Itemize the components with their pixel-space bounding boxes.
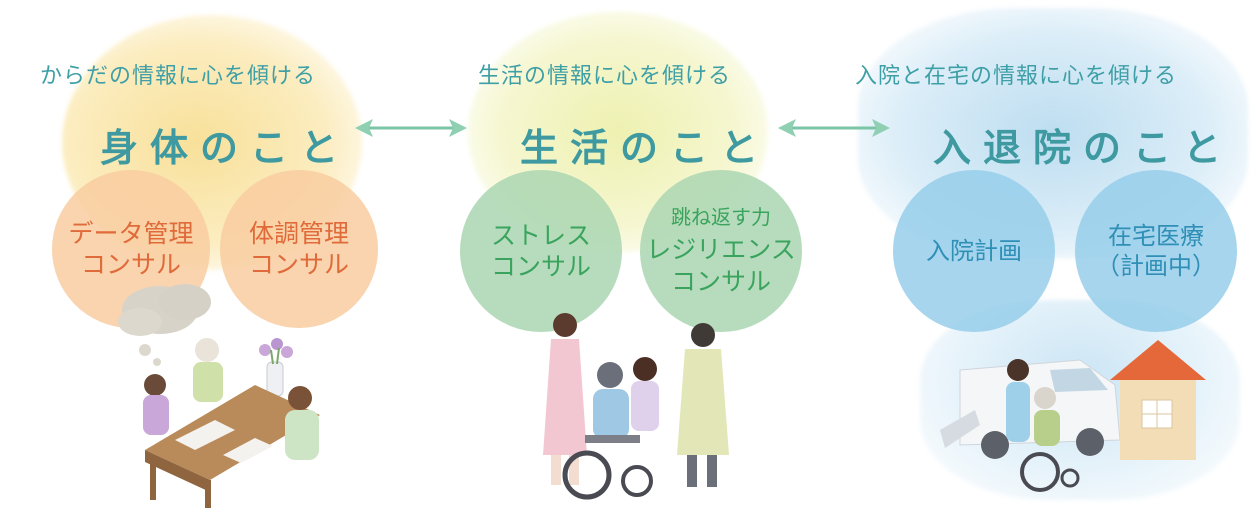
circle-line: 体調管理 bbox=[248, 218, 349, 248]
section-life-subtitle: 生活の情報に心を傾ける bbox=[478, 64, 732, 89]
circle-line: （計画中） bbox=[1096, 252, 1216, 280]
circle-line: ストレス bbox=[490, 220, 591, 250]
stress-consult: ストレス コンサル bbox=[460, 170, 622, 332]
resilience-consult: 跳ね返す力 レジリエンス コンサル bbox=[640, 170, 802, 332]
circle-line: 在宅医療 bbox=[1108, 222, 1204, 250]
circle-line: 入院計画 bbox=[926, 237, 1022, 265]
circle-line: データ管理 bbox=[68, 218, 194, 248]
home-medical-care: 在宅医療 （計画中） bbox=[1075, 170, 1237, 332]
double-arrow-icon bbox=[355, 119, 467, 137]
care-team-illustration bbox=[543, 313, 729, 500]
wheelchair-icon bbox=[1020, 452, 1080, 492]
admission-plan: 入院計画 bbox=[893, 170, 1055, 332]
section-life-title: 生活のこと bbox=[520, 126, 771, 170]
section-body-subtitle: からだの情報に心を傾ける bbox=[40, 64, 317, 89]
thought-bubble-icon bbox=[118, 284, 211, 366]
circle-line: レジリエンス bbox=[646, 235, 796, 265]
double-arrow-icon bbox=[778, 119, 890, 137]
family-table-illustration bbox=[118, 284, 320, 508]
home-care-illustration bbox=[940, 340, 1206, 492]
section-hospital-title: 入退院のこと bbox=[933, 126, 1234, 170]
house-icon bbox=[1110, 340, 1206, 460]
data-management-consult: データ管理 コンサル bbox=[52, 170, 210, 328]
circle-caption: 跳ね返す力 bbox=[671, 205, 771, 230]
section-hospital-subtitle: 入院と在宅の情報に心を傾ける bbox=[855, 64, 1178, 89]
condition-management-consult: 体調管理 コンサル bbox=[220, 170, 378, 328]
section-body-title: 身体のこと bbox=[100, 126, 351, 170]
circle-line: コンサル bbox=[490, 252, 591, 281]
wheelchair-icon bbox=[562, 435, 653, 500]
circle-line: コンサル bbox=[80, 250, 181, 279]
circle-line: コンサル bbox=[248, 250, 349, 279]
circle-line: コンサル bbox=[670, 266, 771, 296]
